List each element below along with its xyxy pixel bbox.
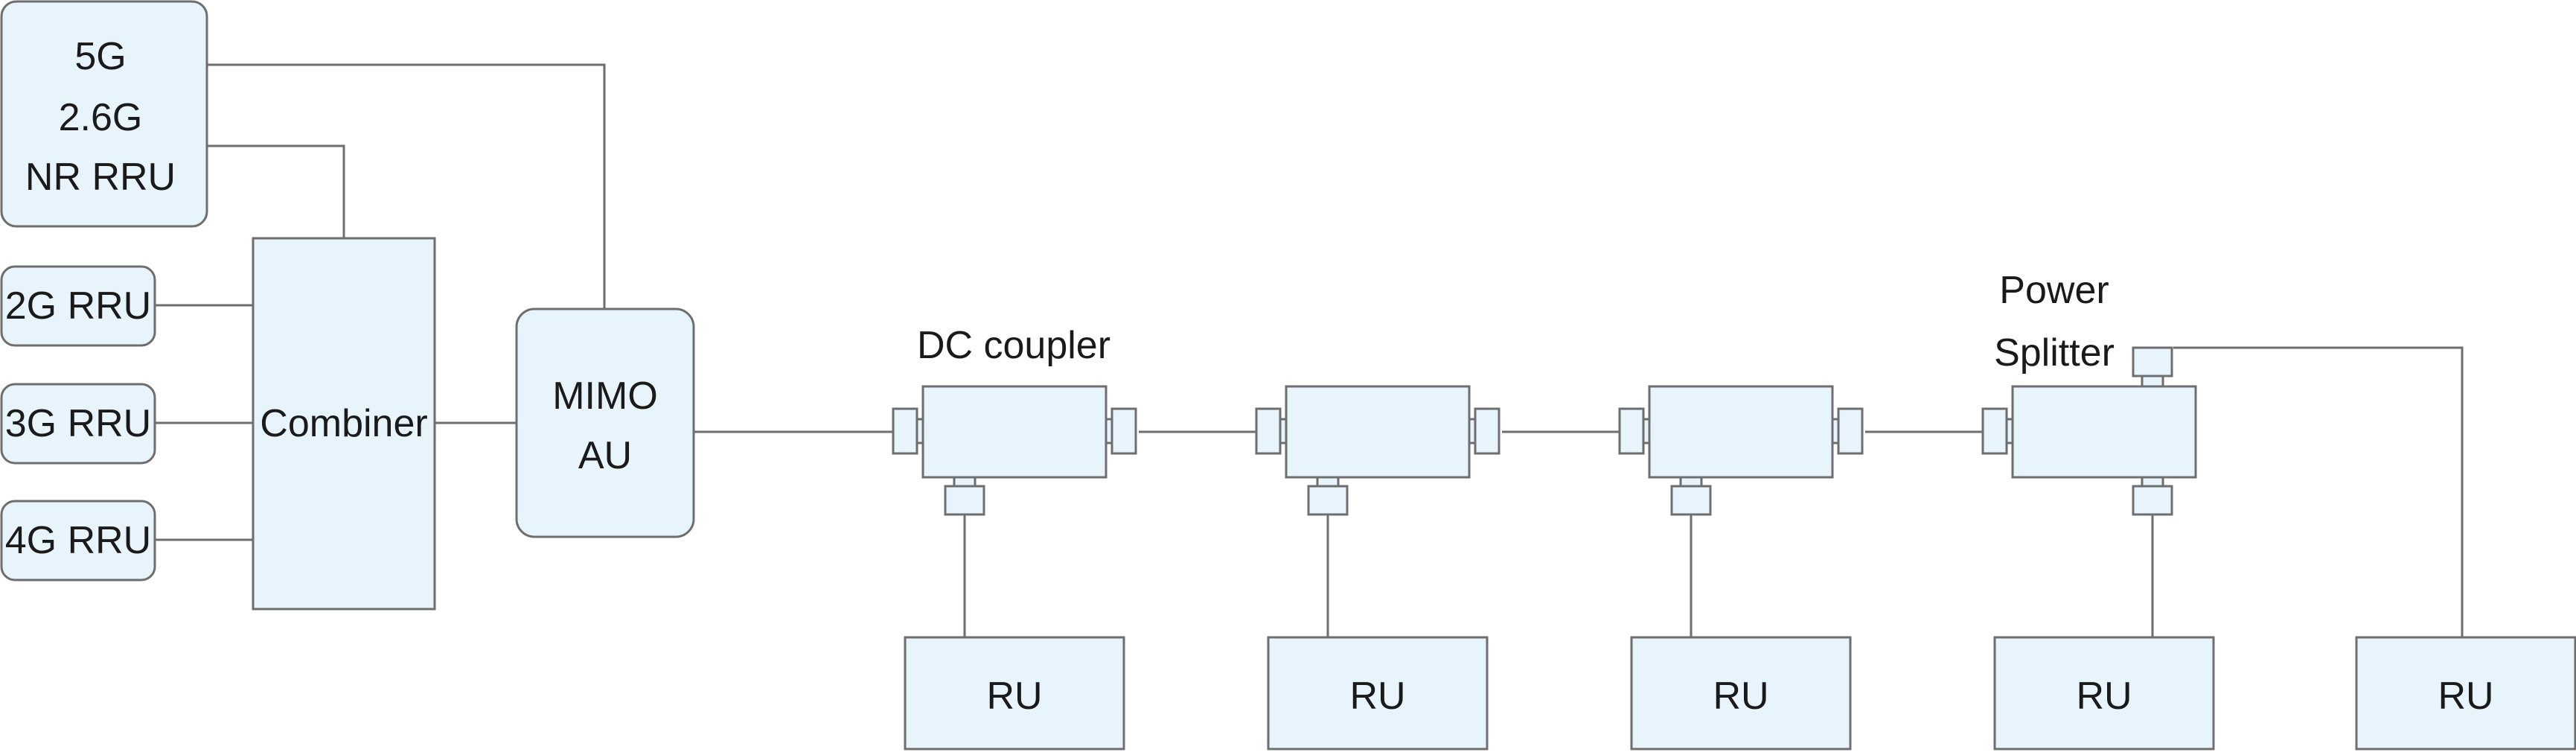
power-splitter: [1981, 346, 2197, 516]
connection-lines: [155, 63, 2464, 637]
combiner-label: Combiner: [260, 402, 427, 445]
power-splitter-label-line-1: Power: [1999, 269, 2109, 312]
dc-coupler-2: [1255, 385, 1500, 516]
ru-4: RU: [1993, 636, 2215, 751]
nr-rru-label-line-2: 2.6G: [59, 96, 143, 139]
dc-coupler-label: DC coupler: [917, 324, 1110, 367]
power-splitter-label-line-2: Splitter: [1994, 331, 2115, 375]
rru-4g-label: 4G RRU: [5, 519, 151, 562]
ru-1: RU: [904, 636, 1125, 751]
ru-1-label: RU: [986, 675, 1042, 718]
nr-rru-node: 5G 2.6G NR RRU: [0, 0, 208, 228]
mimo-au-label-line-1: MIMO: [552, 375, 658, 418]
ru-3: RU: [1630, 636, 1852, 751]
rru-4g-node: 4G RRU: [0, 500, 156, 581]
link-splitter-to-ru-5: [2173, 346, 2464, 637]
ru-2: RU: [1267, 636, 1489, 751]
rru-3g-node: 3G RRU: [0, 383, 156, 465]
ru-5-label: RU: [2438, 675, 2493, 718]
ru-4-label: RU: [2076, 675, 2132, 718]
dc-coupler-3: [1618, 385, 1864, 516]
rru-2g-label: 2G RRU: [5, 284, 151, 328]
link-nr-rru-to-mimo-au: [207, 63, 606, 309]
link-nr-rru-to-combiner: [207, 144, 345, 238]
mimo-au-label-line-2: AU: [578, 434, 632, 477]
ru-3-label: RU: [1713, 675, 1768, 718]
combiner-node: Combiner: [252, 237, 436, 611]
mimo-au-node: MIMO AU: [515, 308, 695, 538]
ru-5: RU: [2355, 636, 2576, 751]
rru-2g-node: 2G RRU: [0, 265, 156, 347]
ru-2-label: RU: [1349, 675, 1405, 718]
dc-coupler-1: [892, 385, 1137, 516]
nr-rru-label-line-3: NR RRU: [25, 156, 176, 199]
nr-rru-label-line-1: 5G: [74, 35, 126, 78]
rru-3g-label: 3G RRU: [5, 402, 151, 445]
